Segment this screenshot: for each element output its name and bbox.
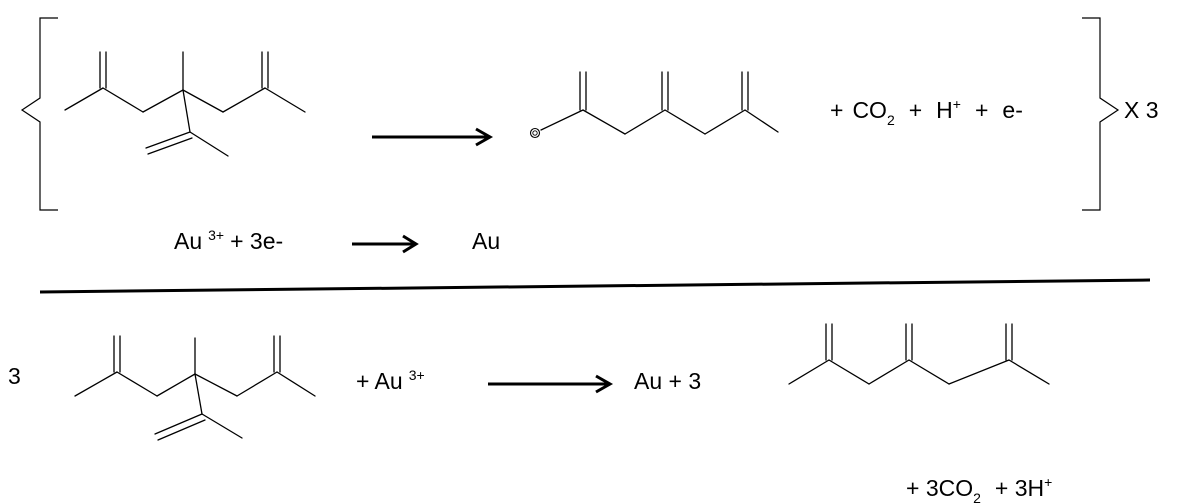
reaction-arrow-overall [488, 374, 614, 394]
overall-coefficient: 3 [8, 363, 21, 389]
gold-half-arrow [352, 234, 419, 254]
product-molecule-top [529, 71, 779, 139]
overall-product-bottom: + 3CO2+ 3H+ [906, 474, 1052, 504]
product-molecule-overall [788, 323, 1050, 385]
reaction-arrow-top [372, 127, 494, 147]
multiplier-label: X 3 [1124, 97, 1159, 123]
reactant-molecule-top [64, 51, 306, 157]
right-bracket [1082, 17, 1120, 211]
gold-half-product: Au [472, 228, 500, 254]
left-bracket [20, 17, 58, 211]
overall-product-left: Au + 3 [634, 368, 701, 394]
top-product-terms: +CO2+H++e- [830, 96, 1023, 128]
reactant-molecule-overall [74, 335, 316, 441]
reaction-divider [39, 278, 1151, 294]
